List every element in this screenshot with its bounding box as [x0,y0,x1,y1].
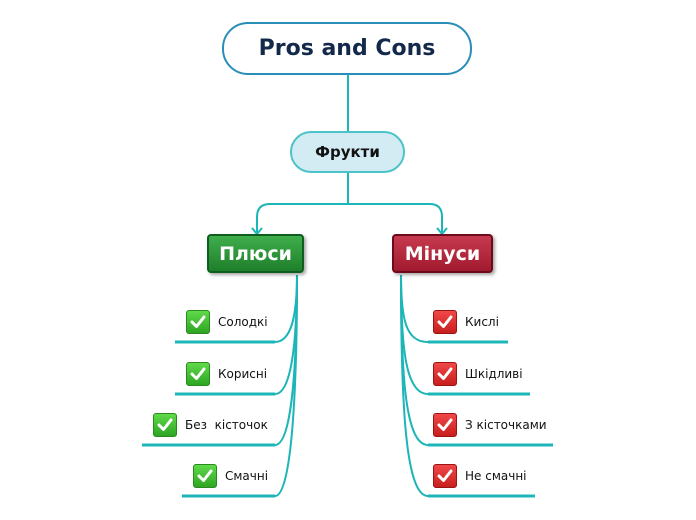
cons-item[interactable]: Не смачні [433,463,527,489]
cons-connector-2 [400,274,429,395]
cons-item[interactable]: Кислі [433,309,499,335]
pros-item[interactable]: Солодкі [186,309,268,335]
cons-label: Мінуси [404,242,481,265]
red-check-icon [433,310,457,334]
root-title: Pros and Cons [258,36,436,61]
pros-connector-1 [274,274,298,343]
pros-node[interactable]: Плюси [207,234,304,273]
pros-connector-4 [274,274,298,497]
pros-item[interactable]: Без кісточок [153,412,268,438]
pros-item-label: Без кісточок [185,418,268,432]
green-check-icon [186,310,210,334]
cons-connector-1 [400,274,429,343]
cons-item-label: Не смачні [465,469,527,483]
pros-item[interactable]: Смачні [193,463,268,489]
green-check-icon [193,464,217,488]
pros-item-label: Солодкі [218,315,268,329]
topic-to-pros-line [256,203,348,232]
topic-label: Фрукти [315,143,380,161]
cons-item-label: Шкідливі [465,367,523,381]
red-check-icon [433,464,457,488]
topic-to-cons-line [348,203,443,232]
green-check-icon [186,362,210,386]
cons-item-label: Кислі [465,315,499,329]
red-check-icon [433,413,457,437]
pros-item[interactable]: Корисні [186,361,267,387]
topic-node[interactable]: Фрукти [290,131,405,173]
cons-item[interactable]: З кісточками [433,412,547,438]
cons-item[interactable]: Шкідливі [433,361,523,387]
cons-node[interactable]: Мінуси [392,234,493,273]
green-check-icon [153,413,177,437]
pros-label: Плюси [219,242,292,265]
root-node[interactable]: Pros and Cons [222,22,472,75]
cons-item-label: З кісточками [465,418,547,432]
cons-connector-4 [400,274,429,497]
pros-item-label: Смачні [225,469,269,483]
pros-item-label: Корисні [218,367,268,381]
red-check-icon [433,362,457,386]
